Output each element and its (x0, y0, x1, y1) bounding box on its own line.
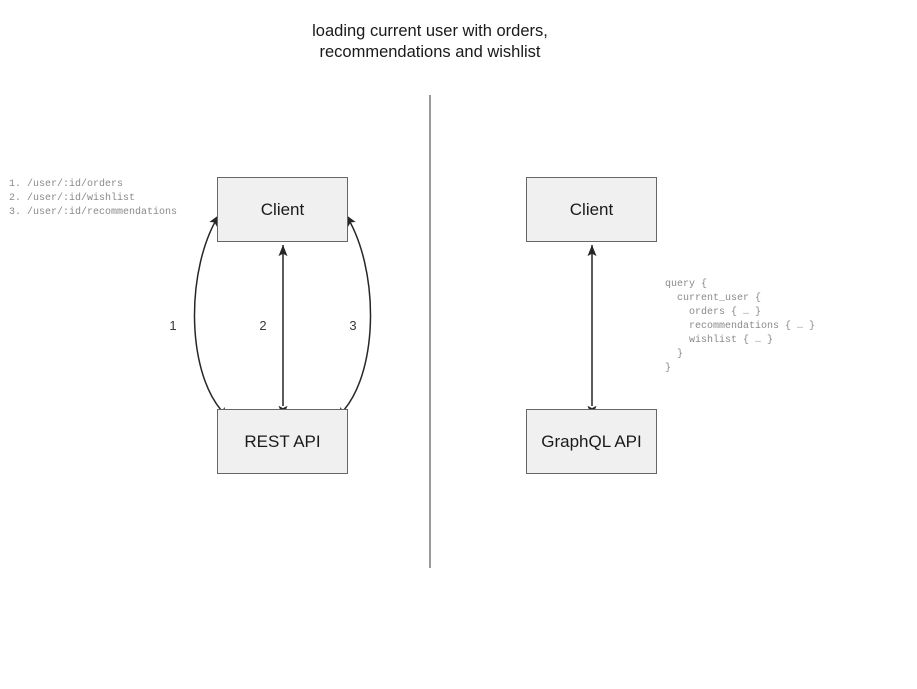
edge-label-2: 2 (259, 318, 267, 333)
node-rest-api[interactable]: REST API (217, 409, 348, 474)
node-client-rest[interactable]: Client (217, 177, 348, 242)
edge-1-curve (193, 214, 229, 419)
graphql-query-code: query { current_user { orders { … } reco… (665, 279, 816, 374)
node-client-graphql[interactable]: Client (526, 177, 657, 242)
page-title: loading current user with orders, recomm… (312, 22, 548, 61)
edge-label-1: 1 (169, 318, 177, 333)
edge-3-curve (336, 214, 372, 419)
edge-label-3: 3 (349, 318, 357, 333)
node-graphql-api[interactable]: GraphQL API (526, 409, 657, 474)
rest-endpoint-list: 1. /user/:id/orders 2. /user/:id/wishlis… (9, 179, 178, 218)
